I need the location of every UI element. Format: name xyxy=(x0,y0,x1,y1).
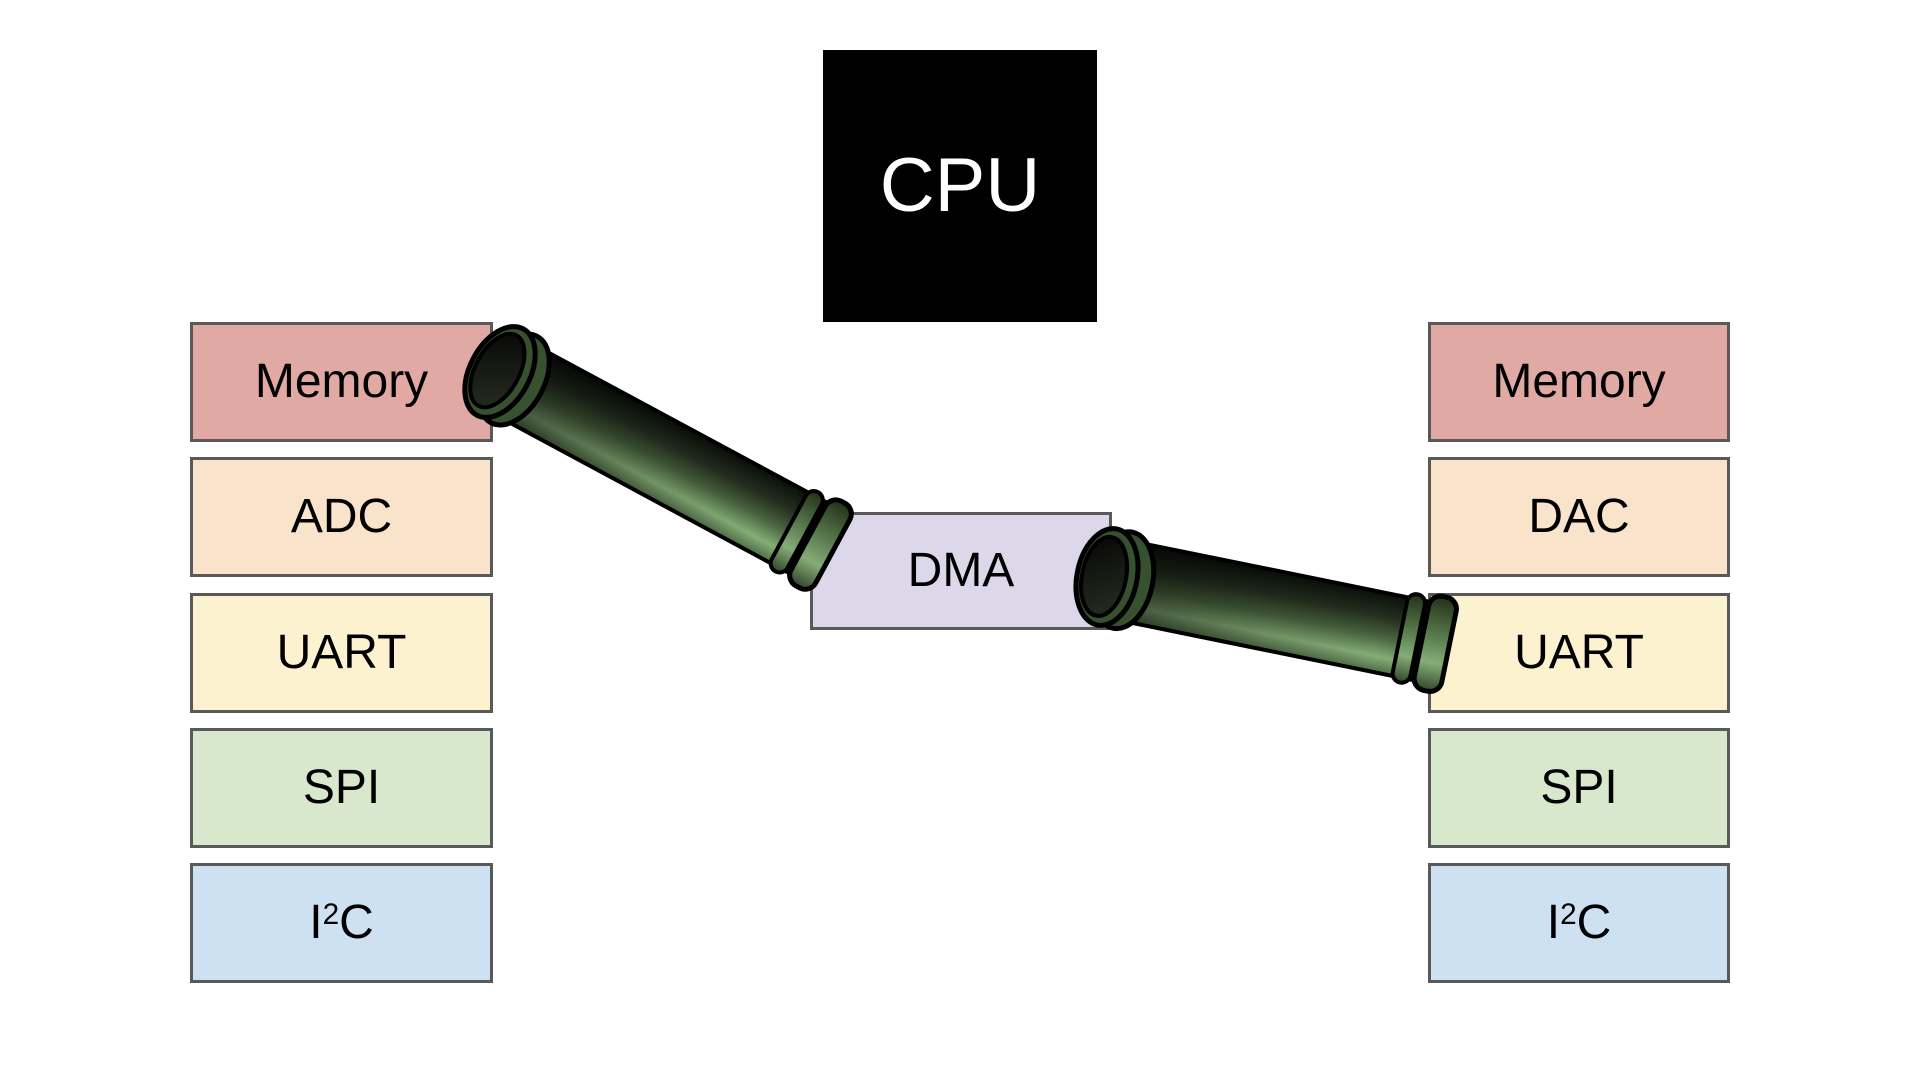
right-i2c-label-superscript: 2 xyxy=(1560,897,1577,931)
left-spi-label: SPI xyxy=(302,761,381,814)
pipe-body xyxy=(1098,536,1453,686)
right-i2c-box: I2C xyxy=(1428,863,1730,983)
dma-label: DMA xyxy=(907,544,1015,597)
right-spi-label: SPI xyxy=(1540,761,1618,814)
right-i2c-label: I2C xyxy=(1547,899,1612,947)
right-dac-box: DAC xyxy=(1428,457,1730,577)
pipe-memory-to-dma xyxy=(462,324,854,592)
right-i2c-label-base: I xyxy=(1546,896,1561,949)
pipe-collar-ring-1 xyxy=(1390,592,1427,685)
right-uart-box: UART xyxy=(1428,593,1730,713)
left-i2c-label-tail: C xyxy=(339,896,374,949)
right-uart-label: UART xyxy=(1514,626,1644,679)
pipe-body xyxy=(481,336,847,584)
left-uart-label: UART xyxy=(276,626,407,679)
pipe-dma-to-uart xyxy=(1073,526,1459,694)
left-adc-label: ADC xyxy=(290,490,393,543)
left-i2c-label-base: I xyxy=(309,896,323,949)
left-i2c-label-superscript: 2 xyxy=(322,897,340,931)
right-memory-box: Memory xyxy=(1428,322,1730,442)
left-memory-label: Memory xyxy=(254,355,429,408)
right-i2c-label-tail: C xyxy=(1576,896,1612,949)
left-i2c-label: I2C xyxy=(309,899,374,947)
cpu-label: CPU xyxy=(879,143,1041,228)
right-spi-box: SPI xyxy=(1428,728,1730,848)
left-i2c-box: I2C xyxy=(190,863,493,983)
left-memory-box: Memory xyxy=(190,322,493,442)
left-uart-box: UART xyxy=(190,593,493,713)
left-adc-box: ADC xyxy=(190,457,493,577)
dma-box: DMA xyxy=(810,512,1112,630)
left-spi-box: SPI xyxy=(190,728,493,848)
cpu-box: CPU xyxy=(823,50,1097,322)
pipe-body-shade xyxy=(1100,538,1451,684)
right-memory-label: Memory xyxy=(1492,355,1666,408)
right-dac-label: DAC xyxy=(1528,490,1630,543)
pipe-body-shade xyxy=(483,338,845,582)
